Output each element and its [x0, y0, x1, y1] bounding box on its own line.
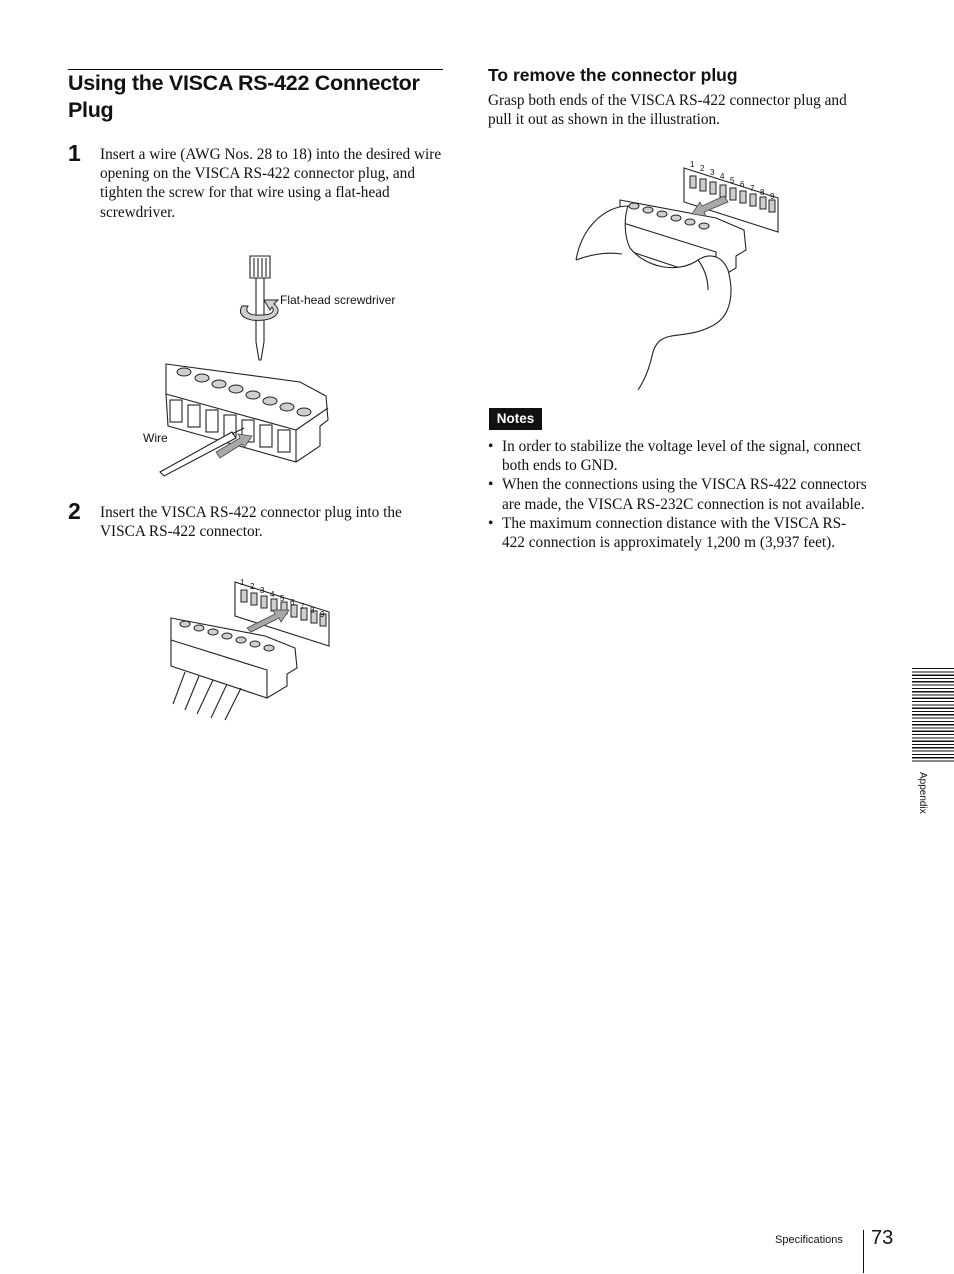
note-item: •The maximum connection distance with th…	[488, 514, 847, 552]
wire-label: Wire	[143, 431, 168, 445]
pin-3-label: 3	[260, 586, 265, 595]
pin-7-label-r: 7	[750, 184, 755, 193]
section-tab-stripes	[912, 668, 954, 762]
footer-section: Specifications	[775, 1234, 843, 1246]
pin-4-label: 4	[270, 590, 275, 599]
pin-8-label-r: 8	[760, 188, 765, 197]
pin-9-label-r: 9	[770, 192, 775, 201]
remove-title: To remove the connector plug	[488, 65, 738, 85]
figure-screwdriver-connector	[159, 255, 329, 477]
note-item: •When the connections using the VISCA RS…	[488, 476, 867, 513]
pin-6-label-r: 6	[740, 180, 745, 189]
notes-badge: Notes	[489, 408, 542, 430]
page-number: 73	[871, 1227, 894, 1249]
step-1-text: Insert a wire (AWG Nos. 28 to 18) into t…	[100, 146, 442, 221]
step-2-text: Insert the VISCA RS-422 connector plug i…	[100, 504, 402, 541]
receptacle-slots-2	[689, 175, 776, 213]
step-2-number: 2	[68, 498, 81, 524]
figure-plug-insert	[170, 581, 330, 721]
note-text: In order to stabilize the voltage level …	[502, 438, 861, 475]
pin-8-label: 8	[310, 606, 315, 615]
plug-screws-3	[628, 202, 710, 230]
pin-1-label-r: 1	[690, 160, 695, 169]
pin-2-label: 2	[250, 582, 255, 591]
note-text: The maximum connection distance with the…	[502, 514, 847, 552]
pin-3-label-r: 3	[710, 168, 715, 177]
section-tab-label: Appendix	[917, 772, 928, 814]
plug-screws	[176, 367, 312, 417]
receptacle-slots	[240, 589, 327, 627]
pin-9-label: 9	[320, 610, 325, 619]
pin-7-label: 7	[300, 602, 305, 611]
step-1-number: 1	[68, 140, 81, 166]
note-text: When the connections using the VISCA RS-…	[502, 476, 867, 513]
screwdriver-label: Flat-head screwdriver	[280, 293, 396, 307]
footer-divider	[863, 1230, 864, 1273]
notes-list: •In order to stabilize the voltage level…	[488, 437, 868, 552]
note-item: •In order to stabilize the voltage level…	[488, 438, 861, 475]
pin-5-label: 5	[280, 594, 285, 603]
pin-1-label: 1	[240, 578, 245, 587]
remove-text: Grasp both ends of the VISCA RS-422 conn…	[488, 92, 847, 129]
section-title: Using the VISCA RS-422 Connector Plug	[68, 71, 420, 122]
heading-rule	[68, 69, 443, 70]
figure-remove-plug	[575, 167, 779, 391]
pin-6-label: 6	[290, 598, 295, 607]
pin-2-label-r: 2	[700, 164, 705, 173]
plug-openings	[169, 399, 291, 453]
plug-screws-2	[179, 620, 275, 652]
pin-5-label-r: 5	[730, 176, 735, 185]
pin-4-label-r: 4	[720, 172, 725, 181]
